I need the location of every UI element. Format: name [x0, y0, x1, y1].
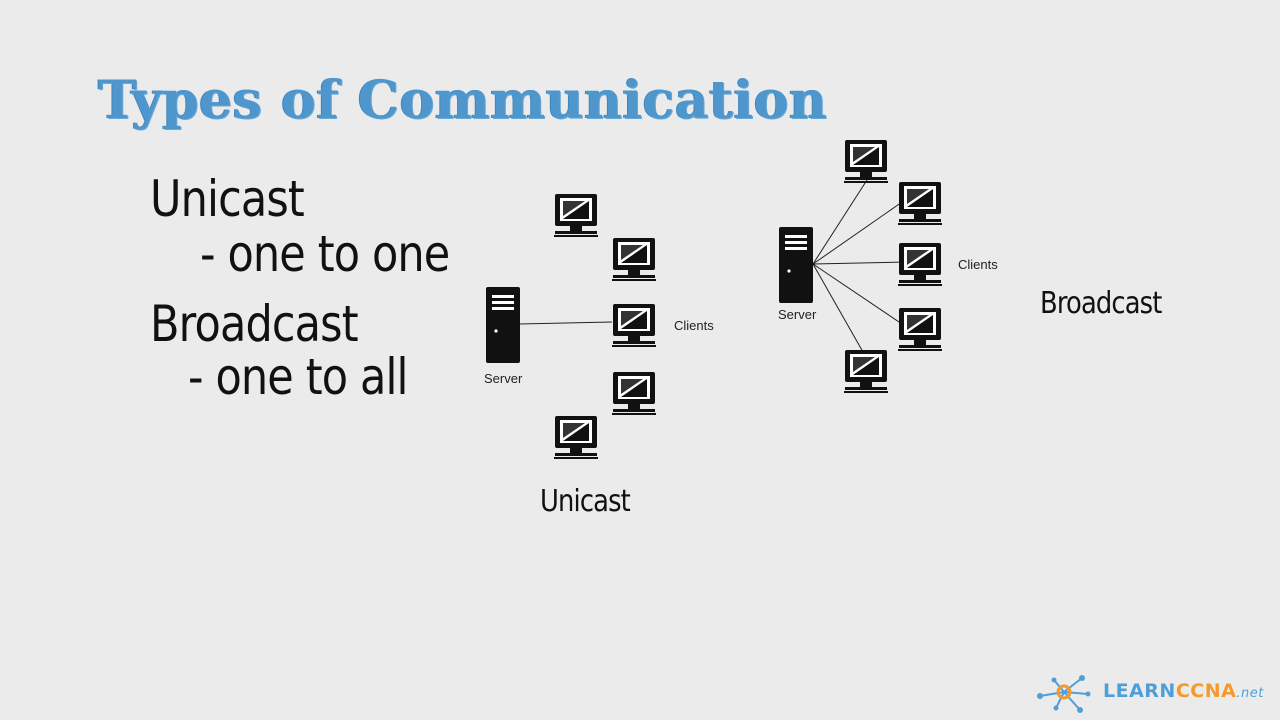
broadcast-client-icon [898, 243, 942, 286]
unicast-description: - one to one [200, 225, 450, 283]
broadcast-caption: Broadcast [1040, 286, 1162, 321]
broadcast-server-icon [779, 227, 813, 303]
unicast-server-icon [486, 287, 520, 363]
unicast-server-label: Server [484, 371, 523, 386]
unicast-diagram [486, 194, 656, 459]
unicast-client-icon [612, 372, 656, 415]
logo-text-learn: LEARN [1103, 680, 1176, 702]
broadcast-description: - one to all [188, 348, 408, 406]
broadcast-client-icon [898, 182, 942, 225]
unicast-caption: Unicast [540, 484, 631, 519]
page-title: Types of Communication [98, 70, 828, 131]
logo-text-net: .net [1236, 686, 1264, 701]
broadcast-client-icon [844, 140, 888, 183]
broadcast-clients-label: Clients [958, 257, 998, 272]
broadcast-client-icon [898, 308, 942, 351]
unicast-heading: Unicast [150, 170, 305, 228]
logo-text-ccna: CCNA [1175, 680, 1237, 702]
unicast-client-icon [612, 238, 656, 281]
logo-wordmark: LEARNCCNA.net [1103, 680, 1264, 702]
unicast-client-icon [612, 304, 656, 347]
broadcast-diagram [779, 140, 942, 393]
unicast-clients-label: Clients [674, 318, 714, 333]
unicast-client-icon [554, 416, 598, 459]
broadcast-heading: Broadcast [150, 295, 359, 353]
broadcast-server-label: Server [778, 307, 817, 322]
unicast-client-icon [554, 194, 598, 237]
learnccna-logo-icon [1037, 675, 1091, 713]
broadcast-client-icon [844, 350, 888, 393]
